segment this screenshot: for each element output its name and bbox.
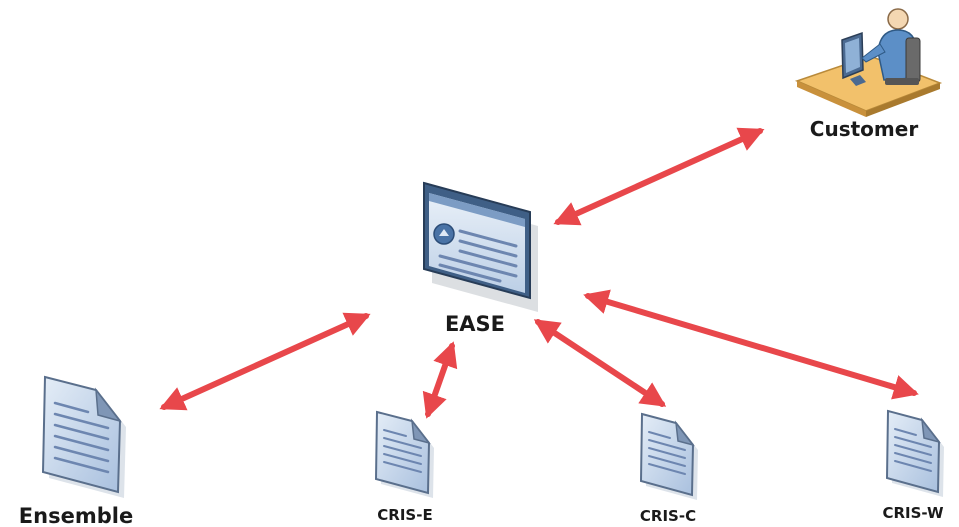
cris-c-label: CRIS-C bbox=[640, 507, 696, 525]
web-application-window-icon bbox=[423, 181, 538, 312]
cris-w-label: CRIS-W bbox=[882, 504, 943, 522]
document-icon bbox=[41, 375, 126, 498]
arrow-ease-customer bbox=[553, 127, 765, 226]
cris-c-node: CRIS-C bbox=[639, 412, 698, 525]
ensemble-label: Ensemble bbox=[19, 504, 133, 527]
customer-node: Customer bbox=[794, 8, 943, 141]
document-icon bbox=[374, 410, 434, 498]
document-icon bbox=[639, 412, 698, 500]
connections bbox=[159, 127, 919, 419]
arrow-ease-cris-e bbox=[422, 341, 458, 419]
ease-label: EASE bbox=[445, 312, 505, 336]
ease-node: EASE bbox=[423, 181, 538, 336]
person-at-computer-icon bbox=[794, 8, 943, 117]
cris-w-node: CRIS-W bbox=[882, 409, 944, 522]
cris-e-label: CRIS-E bbox=[377, 506, 432, 524]
cris-e-node: CRIS-E bbox=[374, 410, 434, 524]
arrow-ease-cris-c bbox=[533, 319, 667, 407]
ensemble-node: Ensemble bbox=[19, 375, 133, 527]
arrow-ease-cris-w bbox=[583, 289, 919, 400]
document-icon bbox=[885, 409, 944, 497]
arrow-ease-ensemble bbox=[159, 312, 371, 411]
customer-label: Customer bbox=[810, 117, 919, 141]
